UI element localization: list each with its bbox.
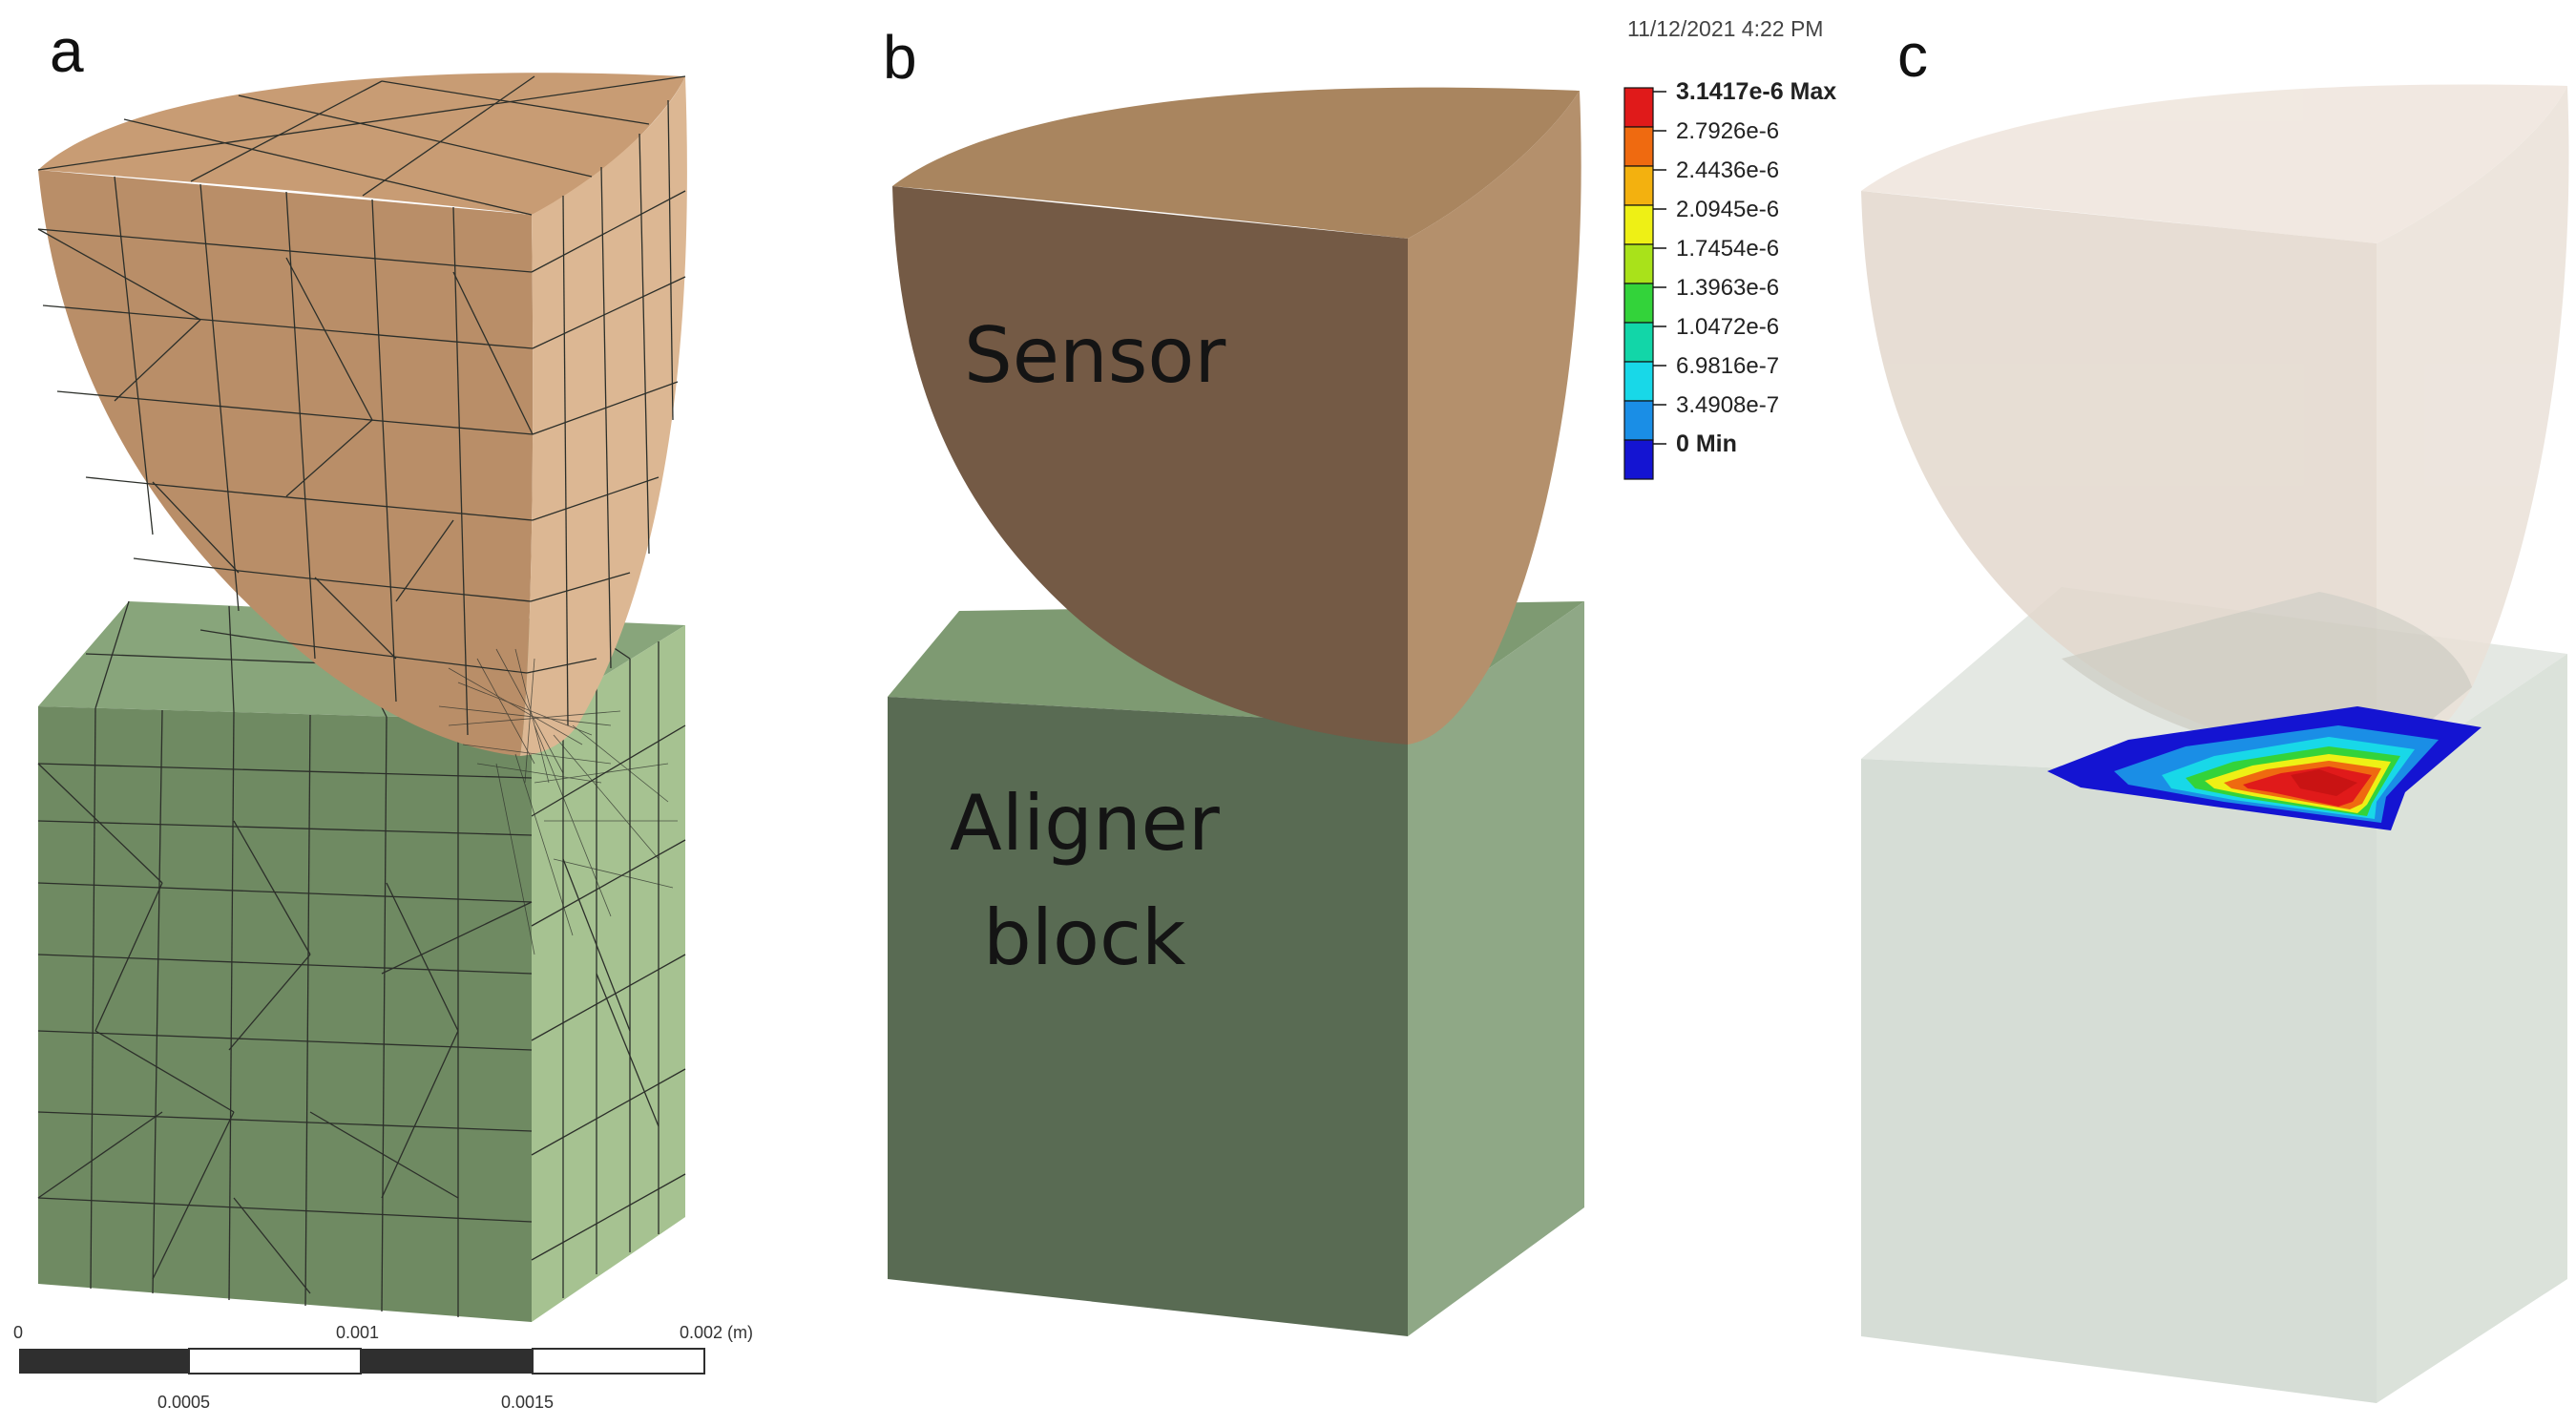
mesh-block-front — [38, 706, 532, 1322]
scale-tick-0002: 0.002 (m) — [680, 1323, 753, 1342]
legend-swatch — [1623, 204, 1654, 245]
legend-swatch — [1623, 243, 1654, 284]
panel-b: b Sensor Aligner block — [883, 23, 1584, 1336]
mesh-sensor-lines — [37, 75, 686, 736]
panel-c-letter: c — [1897, 21, 1928, 90]
legend-label: 2.4436e-6 — [1676, 157, 1779, 183]
scale-seg-4 — [532, 1348, 705, 1375]
legend-label: 1.7454e-6 — [1676, 236, 1779, 262]
legend-label: 1.3963e-6 — [1676, 275, 1779, 301]
mesh-sensor-side — [520, 76, 687, 756]
legend-label: 2.0945e-6 — [1676, 197, 1779, 222]
contact-pressure-map — [2047, 706, 2482, 830]
scale-bar: 0 0.001 0.002 (m) 0.0005 0.0015 — [13, 1323, 753, 1412]
block-label: block — [983, 893, 1186, 982]
scale-seg-2 — [188, 1348, 362, 1375]
legend-swatch — [1623, 322, 1654, 363]
ghost-block-side — [2377, 654, 2567, 1403]
legend-swatch — [1623, 283, 1654, 324]
panel-a-letter: a — [50, 16, 84, 85]
legend-label: 0 Min — [1676, 430, 1737, 457]
legend-swatch — [1623, 439, 1654, 480]
aligner-label: Aligner — [950, 779, 1220, 868]
legend-swatch — [1623, 165, 1654, 206]
timestamp: 11/12/2021 4:22 PM — [1627, 16, 1823, 41]
scale-seg-1 — [19, 1349, 189, 1374]
scale-tick-0: 0 — [13, 1323, 23, 1342]
scale-tick-00005: 0.0005 — [157, 1393, 210, 1412]
aligner-block-front — [888, 697, 1408, 1336]
legend-label: 3.1417e-6 Max — [1676, 78, 1836, 105]
color-legend: 11/12/2021 4:22 PM 3.1417e-6 Max 2.7926e-… — [1623, 16, 1836, 480]
mesh-block — [37, 600, 686, 1322]
panel-a: a — [13, 16, 753, 1412]
sensor-side — [1408, 91, 1581, 745]
ghost-sensor-top — [1861, 84, 2567, 244]
sensor-label: Sensor — [964, 311, 1225, 400]
scale-seg-3 — [361, 1349, 533, 1374]
mesh-sensor — [37, 73, 687, 955]
ghost-block — [1861, 587, 2567, 1403]
sensor — [892, 87, 1581, 745]
panel-c: c — [1861, 21, 2569, 1403]
mesh-sensor-top — [38, 73, 685, 215]
legend-swatch — [1623, 361, 1654, 402]
legend-label: 3.4908e-7 — [1676, 392, 1779, 418]
mesh-block-side — [532, 625, 685, 1322]
legend-items: 3.1417e-6 Max 2.7926e-6 2.4436e-6 2.0945e-6… — [1623, 78, 1836, 480]
sensor-front — [892, 186, 1408, 745]
legend-swatch — [1623, 87, 1654, 128]
legend-label: 1.0472e-6 — [1676, 314, 1779, 340]
scale-tick-0001: 0.001 — [336, 1323, 379, 1342]
mesh-contact-refinement — [438, 648, 678, 955]
scale-tick-00015: 0.0015 — [501, 1393, 554, 1412]
contact-region-max-patch — [2291, 769, 2357, 796]
sensor-top — [892, 87, 1580, 239]
legend-swatch — [1623, 126, 1654, 167]
ghost-sensor — [1861, 84, 2569, 764]
aligner-block-side — [1408, 601, 1584, 1336]
panel-b-letter: b — [883, 23, 917, 92]
ghost-block-front — [1861, 759, 2377, 1403]
legend-swatch — [1623, 400, 1654, 441]
legend-label: 2.7926e-6 — [1676, 118, 1779, 144]
legend-label: 6.9816e-7 — [1676, 353, 1779, 379]
ghost-sensor-side — [2377, 86, 2569, 764]
